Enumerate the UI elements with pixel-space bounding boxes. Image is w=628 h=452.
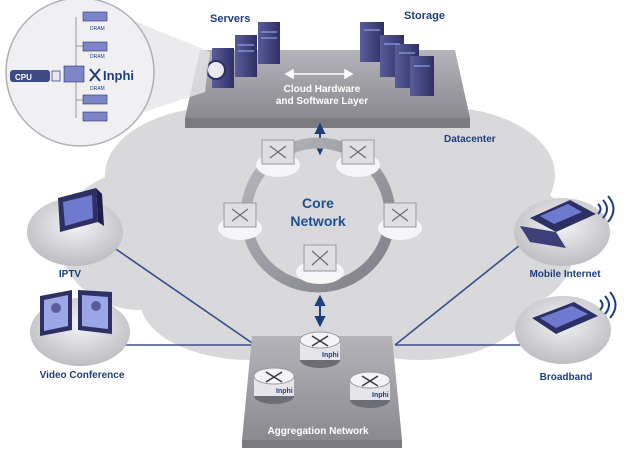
- aggregation-router-icon: Inphi: [349, 371, 391, 408]
- memory-inset: DRAM DRAM DRAM CPU Inphi: [5, 0, 210, 147]
- mobile-internet-label: Mobile Internet: [529, 269, 601, 280]
- aggregation-routers: Inphi Inphi Inphi: [253, 331, 391, 408]
- cloud-layer-label-line1: Cloud Hardware: [284, 84, 361, 95]
- video-conference-icon: [30, 290, 130, 366]
- datacenter-label: Datacenter: [444, 134, 496, 145]
- core-router-icon: [256, 139, 300, 177]
- cloud-layer-label-line2: and Software Layer: [276, 96, 368, 107]
- broadband-label: Broadband: [540, 372, 593, 383]
- inphi-router-label: Inphi: [372, 392, 389, 399]
- inphi-brand-label: Inphi: [103, 68, 134, 83]
- broadband-icon: [515, 291, 617, 364]
- video-conference-label: Video Conference: [40, 370, 125, 381]
- mobile-internet-icon: [514, 195, 615, 266]
- core-network-label-line1: Core: [302, 195, 334, 211]
- aggregation-platform: [242, 336, 402, 448]
- dram-label-3: DRAM: [90, 86, 105, 92]
- core-network-label-line2: Network: [290, 213, 345, 229]
- buffer-chip: [63, 65, 85, 83]
- storage-icon: [360, 22, 434, 96]
- dram-label-1: DRAM: [90, 26, 105, 32]
- core-router-icon: [336, 139, 380, 177]
- servers-label: Servers: [210, 13, 250, 25]
- core-router-icon: [218, 202, 262, 240]
- cloud-layer-arrow-icon: [284, 68, 354, 80]
- aggregation-router-icon: Inphi: [253, 367, 295, 404]
- storage-label: Storage: [404, 10, 445, 22]
- aggregation-router-icon: Inphi: [299, 331, 341, 368]
- iptv-label: IPTV: [59, 269, 82, 280]
- cpu-label: CPU: [15, 73, 32, 82]
- core-router-icon: [296, 244, 344, 284]
- core-routers: [218, 139, 422, 284]
- dram-modules: [82, 11, 108, 122]
- inphi-logo-icon: [89, 68, 101, 82]
- wifi-icon: [599, 291, 617, 319]
- servers-icon: [206, 22, 280, 88]
- cpu-chip: [10, 70, 50, 82]
- vertical-link-arrows: [314, 122, 326, 328]
- iptv-icon: [27, 188, 123, 266]
- aggregation-network-label: Aggregation Network: [267, 426, 369, 437]
- core-router-icon: [378, 202, 422, 240]
- inphi-router-label: Inphi: [276, 388, 293, 395]
- dram-label-2: DRAM: [90, 54, 105, 60]
- inphi-router-label: Inphi: [322, 352, 339, 359]
- wifi-icon: [597, 195, 615, 223]
